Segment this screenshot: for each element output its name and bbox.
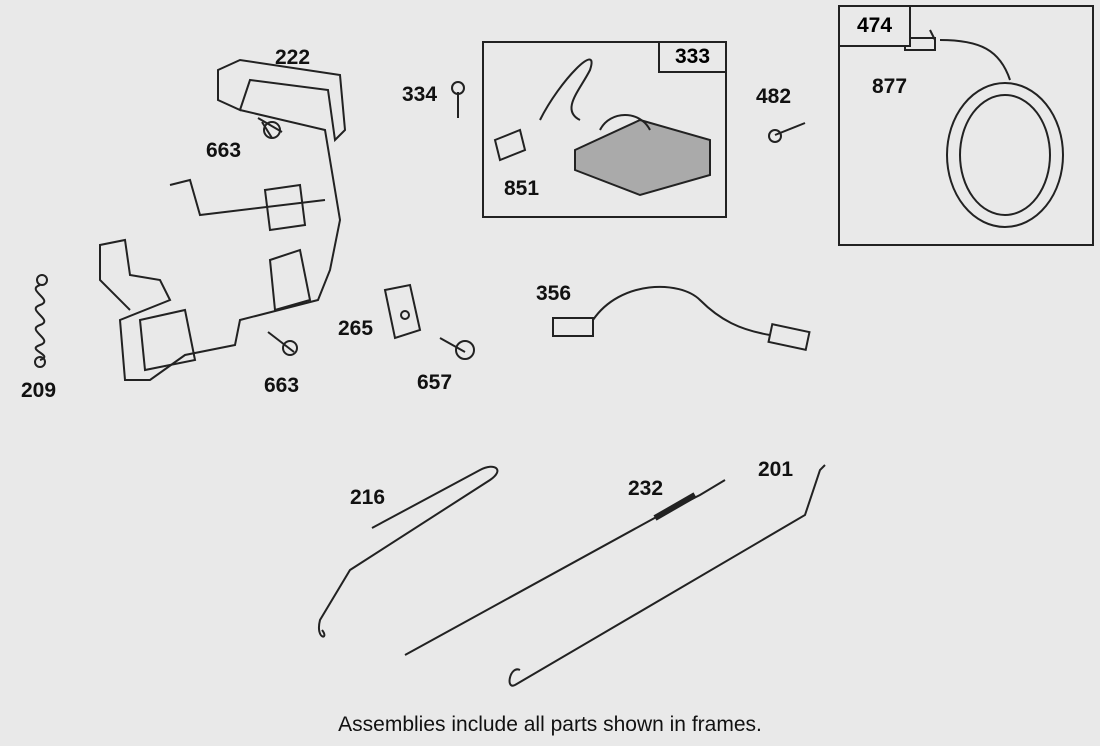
coil-drawing (493, 58, 711, 197)
part-label-201: 201 (758, 458, 794, 481)
bracket-222-drawing (99, 58, 347, 381)
screw-663b-drawing (267, 331, 298, 356)
frame-333-tag: 333 (658, 41, 727, 73)
screw-663a-drawing (257, 117, 283, 139)
rod-201-drawing (508, 464, 826, 687)
frame-474-tag: 474 (838, 5, 911, 47)
stator-drawing (904, 29, 1064, 228)
screw-334-drawing (451, 81, 465, 118)
part-label-209: 209 (21, 379, 57, 402)
rod-232-drawing (404, 479, 726, 656)
part-label-663: 663 (264, 374, 300, 397)
caption: Assemblies include all parts shown in fr… (338, 713, 762, 736)
rod-216-drawing (317, 465, 499, 638)
part-label-482: 482 (756, 85, 792, 108)
assembly-frame-474 (838, 5, 1094, 246)
spring-209-drawing (34, 274, 48, 368)
part-label-265: 265 (338, 317, 374, 340)
screw-657-drawing (439, 337, 475, 360)
clip-265-drawing (383, 283, 422, 340)
part-label-851: 851 (504, 177, 540, 200)
screw-482-drawing (768, 122, 806, 143)
part-label-663: 663 (206, 139, 242, 162)
part-label-216: 216 (350, 486, 386, 509)
part-label-657: 657 (417, 371, 453, 394)
part-label-232: 232 (628, 477, 664, 500)
part-label-222: 222 (275, 46, 311, 69)
part-label-356: 356 (536, 282, 572, 305)
part-label-334: 334 (402, 83, 438, 106)
part-label-877: 877 (872, 75, 908, 98)
assembly-frame-333 (482, 41, 727, 218)
harness-356-drawing (552, 285, 811, 351)
